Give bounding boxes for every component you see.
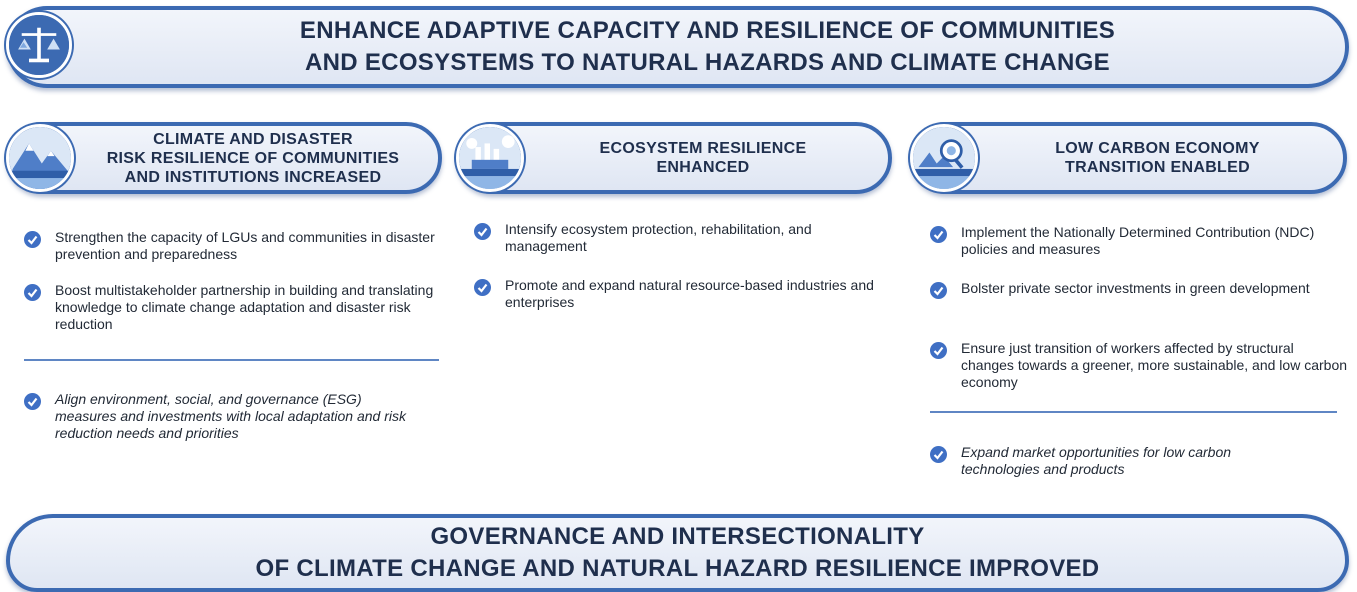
- column-3-title-line-2: TRANSITION ENABLED: [1065, 159, 1250, 176]
- column-1-title-line-3: AND INSTITUTIONS INCREASED: [124, 168, 382, 186]
- column-3-title-line-1: LOW CARBON ECONOMY: [1055, 140, 1260, 157]
- list-item: Boost multistakeholder partnership in bu…: [24, 282, 444, 333]
- list-item-text: Promote and expand natural resource-base…: [505, 277, 874, 310]
- list-item: Implement the Nationally Determined Cont…: [930, 224, 1350, 258]
- check-circle-icon: [24, 231, 41, 248]
- check-circle-icon: [930, 226, 947, 243]
- list-item-text: Boost multistakeholder partnership in bu…: [55, 282, 434, 332]
- check-circle-icon: [474, 223, 491, 240]
- column-2-header: ECOSYSTEM RESILIENCE ENHANCED: [456, 122, 892, 194]
- check-circle-icon: [24, 393, 41, 410]
- list-item: Expand market opportunities for low carb…: [930, 444, 1310, 478]
- industry-ecosystem-icon: [456, 124, 524, 192]
- list-item-text: Strengthen the capacity of LGUs and comm…: [55, 229, 435, 262]
- list-item: Intensify ecosystem protection, rehabili…: [474, 221, 894, 255]
- list-item: Promote and expand natural resource-base…: [474, 277, 894, 311]
- list-item: Ensure just transition of workers affect…: [930, 340, 1350, 391]
- bottom-goal-title-line-2: OF CLIMATE CHANGE AND NATURAL HAZARD RES…: [255, 555, 1100, 582]
- column-3-header: LOW CARBON ECONOMY TRANSITION ENABLED: [910, 122, 1347, 194]
- check-circle-icon: [24, 284, 41, 301]
- bottom-goal-title-line-1: GOVERNANCE AND INTERSECTIONALITY: [430, 523, 925, 550]
- list-item: Align environment, social, and governanc…: [24, 391, 424, 442]
- list-item-text: Align environment, social, and governanc…: [55, 391, 406, 441]
- check-circle-icon: [930, 446, 947, 463]
- list-item: Bolster private sector investments in gr…: [930, 280, 1310, 299]
- top-goal-title: ENHANCE ADAPTIVE CAPACITY AND RESILIENCE…: [210, 15, 1145, 79]
- divider: [24, 359, 439, 361]
- column-1-title: CLIMATE AND DISASTER RISK RESILIENCE OF …: [37, 130, 412, 187]
- check-circle-icon: [474, 279, 491, 296]
- list-item-text: Ensure just transition of workers affect…: [961, 340, 1348, 390]
- list-item-text: Expand market opportunities for low carb…: [961, 444, 1232, 477]
- divider: [930, 411, 1337, 413]
- bottom-goal-banner: GOVERNANCE AND INTERSECTIONALITY OF CLIM…: [6, 514, 1349, 592]
- column-3-title: LOW CARBON ECONOMY TRANSITION ENABLED: [985, 139, 1272, 177]
- column-1-title-line-1: CLIMATE AND DISASTER: [153, 130, 353, 148]
- top-goal-title-line-1: ENHANCE ADAPTIVE CAPACITY AND RESILIENCE…: [299, 17, 1116, 44]
- column-1-header: CLIMATE AND DISASTER RISK RESILIENCE OF …: [6, 122, 442, 194]
- top-goal-title-line-2: AND ECOSYSTEMS TO NATURAL HAZARDS AND CL…: [305, 49, 1110, 76]
- list-item-text: Bolster private sector investments in gr…: [961, 280, 1310, 296]
- check-circle-icon: [930, 342, 947, 359]
- mountain-landscape-icon: [6, 124, 74, 192]
- balance-scale-icon: [6, 12, 72, 78]
- globe-magnifier-icon: [910, 124, 978, 192]
- column-2-title: ECOSYSTEM RESILIENCE ENHANCED: [530, 139, 819, 177]
- list-item: Strengthen the capacity of LGUs and comm…: [24, 229, 444, 263]
- column-1-title-line-2: RISK RESILIENCE OF COMMUNITIES: [106, 149, 400, 167]
- list-item-text: Intensify ecosystem protection, rehabili…: [505, 221, 812, 254]
- check-circle-icon: [930, 282, 947, 299]
- column-2-title-line-1: ECOSYSTEM RESILIENCE: [599, 140, 807, 157]
- list-item-text: Implement the Nationally Determined Cont…: [961, 224, 1315, 257]
- top-goal-banner: ENHANCE ADAPTIVE CAPACITY AND RESILIENCE…: [6, 6, 1349, 88]
- bottom-goal-title: GOVERNANCE AND INTERSECTIONALITY OF CLIM…: [256, 521, 1100, 585]
- column-2-title-line-2: ENHANCED: [656, 159, 750, 176]
